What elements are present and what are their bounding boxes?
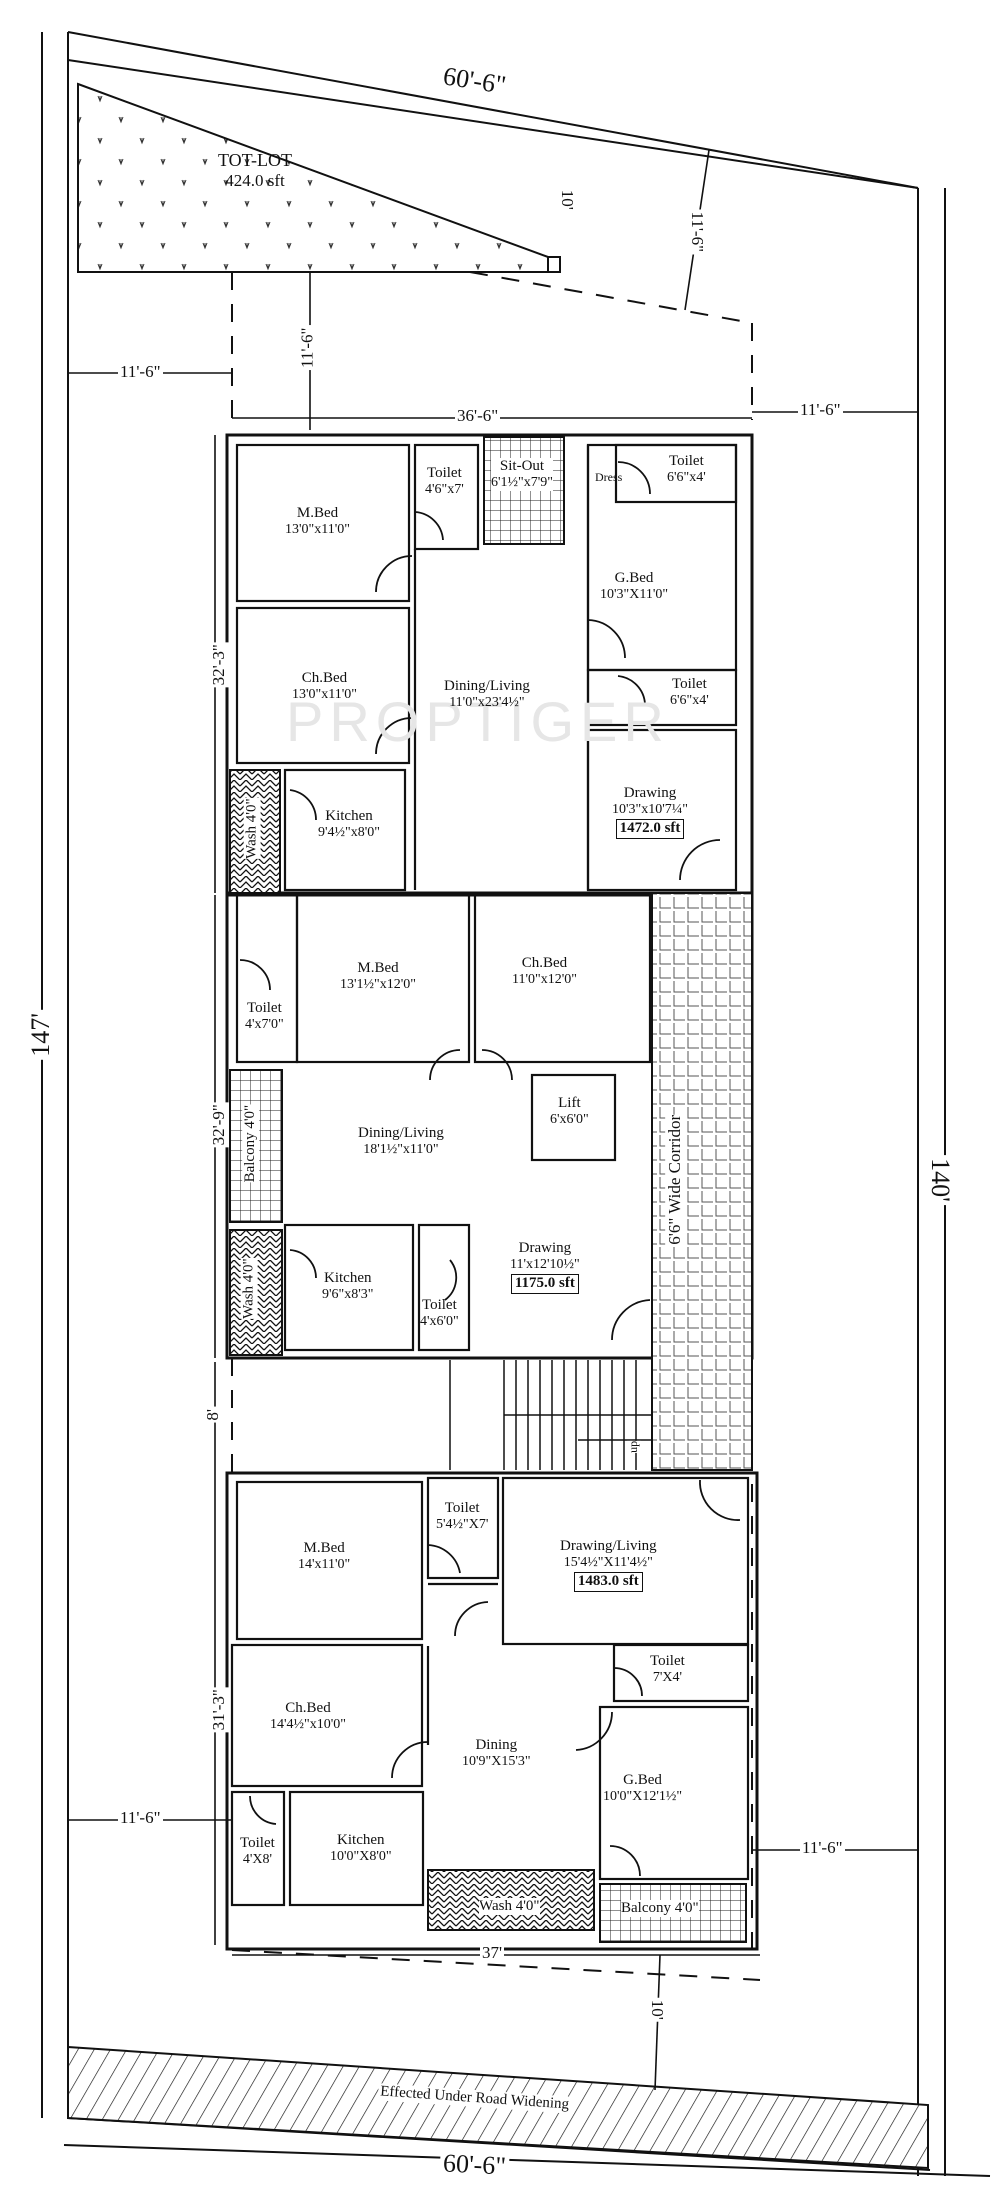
unit1-dress: Dress bbox=[595, 470, 623, 484]
left-setback-top-dimension: 11'-6" bbox=[118, 362, 163, 382]
bottom-width-dimension: 60'-6" bbox=[439, 2148, 510, 2182]
right-depth-dimension: 140' bbox=[924, 1155, 955, 1205]
unit2-balcony: Balcony 4'0" bbox=[242, 1104, 260, 1183]
watermark-text: PROPTIGER bbox=[286, 690, 670, 753]
building-width-top-dimension: 36'-6" bbox=[455, 406, 501, 426]
building-width-bottom-dimension: 37' bbox=[480, 1943, 505, 1963]
tot-lot-name: TOT-LOT bbox=[218, 150, 292, 170]
unit1-wash: Wash 4'0" bbox=[243, 798, 261, 859]
tot-lot-area: 424.0 sft bbox=[225, 170, 285, 190]
unit3-height-dimension: 31'-3" bbox=[208, 1687, 229, 1733]
stair-height-dimension: 8' bbox=[203, 1406, 223, 1423]
tot-lot-depth-dimension: 10' bbox=[557, 187, 577, 212]
unit3-balcony: Balcony 4'0" bbox=[621, 1900, 699, 1918]
unit1-height-dimension: 32'-3" bbox=[208, 642, 229, 688]
right-setback-bottom-dimension: 11'-6" bbox=[800, 1838, 845, 1858]
tot-lot-label: TOT-LOT 424.0 sft bbox=[218, 150, 292, 190]
unit2-total-area: 1175.0 sft bbox=[510, 1274, 579, 1294]
unit1-total-area: 1472.0 sft bbox=[615, 819, 685, 839]
rear-setback-dimension: 11'-6" bbox=[297, 325, 318, 371]
corridor-label: 6'6" Wide Corridor bbox=[665, 1114, 685, 1245]
diagonal-setback-dimension: 11'-6" bbox=[687, 209, 708, 255]
right-setback-top-dimension: 11'-6" bbox=[798, 400, 843, 420]
unit3-total-area: 1483.0 sft bbox=[573, 1572, 643, 1592]
unit3-wash: Wash 4'0" bbox=[479, 1898, 540, 1916]
left-setback-bottom-dimension: 11'-6" bbox=[118, 1808, 163, 1828]
front-setback-dimension: 10' bbox=[647, 1997, 667, 2022]
left-depth-dimension: 147' bbox=[25, 1010, 56, 1060]
stair-up-label: up bbox=[626, 1440, 641, 1453]
unit2-wash: Wash 4'0" bbox=[240, 1258, 258, 1319]
unit2-height-dimension: 32'-9" bbox=[208, 1102, 229, 1148]
